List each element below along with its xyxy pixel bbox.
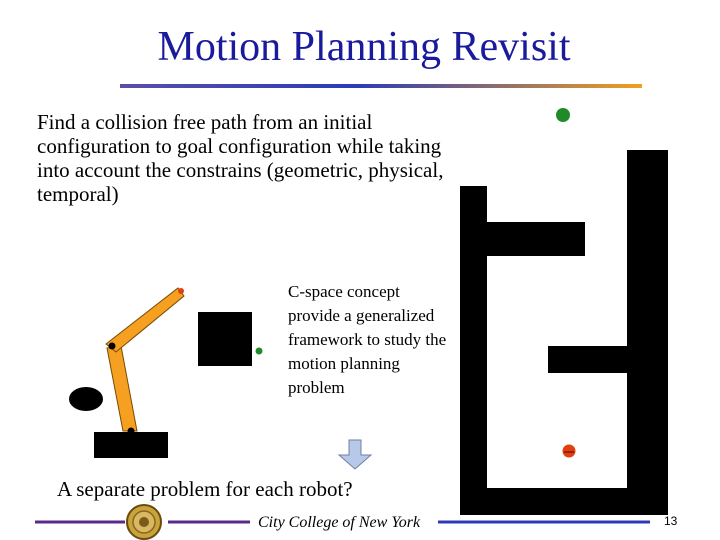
- arm-link-lower: [106, 345, 138, 432]
- round-obstacle: [69, 387, 103, 411]
- question-text: A separate problem for each robot?: [57, 477, 353, 501]
- square-obstacle: [198, 312, 252, 366]
- arm-end-effector: [178, 288, 184, 294]
- maze-right-wall: [627, 150, 668, 515]
- arm-goal-point: [255, 347, 263, 355]
- maze-goal-marker: [556, 108, 570, 122]
- page-number: 13: [664, 514, 678, 528]
- arm-link-upper: [105, 287, 185, 353]
- maze-bottom-wall: [460, 488, 668, 515]
- footer-institution: City College of New York: [258, 514, 421, 531]
- arm-base: [94, 432, 168, 458]
- down-arrow-icon: [337, 439, 373, 470]
- college-seal-icon: [126, 504, 162, 540]
- maze-upper-ledge: [460, 222, 585, 256]
- intro-text: Find a collision free path from an initi…: [37, 110, 444, 206]
- maze-illustration: [460, 108, 668, 515]
- arm-base-joint: [127, 427, 135, 435]
- cspace-text: C-space concept provide a generalized fr…: [288, 282, 447, 397]
- robot-arm-illustration: [69, 287, 263, 458]
- maze-middle-ledge: [548, 346, 628, 373]
- arm-joint: [108, 342, 116, 350]
- slide-title: Motion Planning Revisit: [157, 24, 571, 70]
- title-underline: [120, 84, 642, 88]
- maze-start-marker: [562, 444, 576, 458]
